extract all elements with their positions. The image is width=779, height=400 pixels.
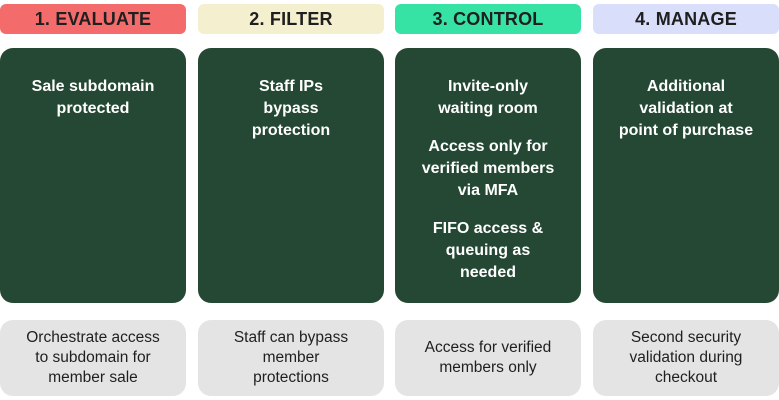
card-text-line: needed	[459, 264, 516, 281]
card-text-line: bypass	[263, 100, 319, 117]
card-paragraph: Sale subdomain protected	[8, 76, 178, 120]
card-paragraph: Additional validation at point of purcha…	[601, 76, 771, 142]
note-text-line: member sale	[48, 369, 138, 386]
card-text-line: waiting room	[438, 100, 538, 117]
note-text-line: checkout	[654, 369, 718, 386]
note-text-line: protections	[253, 369, 329, 386]
step-card-filter: Staff IPs bypass protection	[198, 48, 384, 303]
card-paragraph: Invite-only waiting room	[403, 76, 573, 120]
card-text-line: via MFA	[457, 182, 519, 199]
step-column-manage: 4. MANAGE Additional validation at point…	[593, 0, 779, 400]
card-text-line: queuing as	[445, 242, 531, 259]
card-paragraph: FIFO access & queuing as needed	[403, 218, 573, 284]
card-paragraph: Access only for verified members via MFA	[403, 136, 573, 202]
step-column-evaluate: 1. EVALUATE Sale subdomain protected Orc…	[0, 0, 186, 400]
step-note-evaluate: Orchestrate access to subdomain for memb…	[0, 320, 186, 396]
card-text-line: validation at	[639, 100, 733, 117]
card-text-line: point of purchase	[618, 122, 754, 139]
step-note-control: Access for verified members only	[395, 320, 581, 396]
step-card-manage: Additional validation at point of purcha…	[593, 48, 779, 303]
note-text-line: member	[262, 349, 320, 366]
card-text-line: Additional	[646, 78, 726, 95]
step-card-control: Invite-only waiting room Access only for…	[395, 48, 581, 303]
step-note-filter: Staff can bypass member protections	[198, 320, 384, 396]
note-text-line: Second security	[630, 329, 742, 346]
card-text-line: protected	[56, 100, 130, 117]
step-header-control: 3. CONTROL	[395, 4, 581, 34]
note-text-line: to subdomain for	[35, 349, 151, 366]
step-header-evaluate: 1. EVALUATE	[0, 4, 186, 34]
card-text-line: protection	[251, 122, 331, 139]
step-header-manage: 4. MANAGE	[593, 4, 779, 34]
note-text-line: Access for verified	[424, 339, 552, 356]
card-text-line: verified members	[421, 160, 555, 177]
step-note-manage: Second security validation during checko…	[593, 320, 779, 396]
card-text-line: Sale subdomain	[31, 78, 155, 95]
note-text-line: members only	[439, 359, 537, 376]
note-text-line: validation during	[629, 349, 743, 366]
step-header-filter: 2. FILTER	[198, 4, 384, 34]
card-text-line: Staff IPs	[258, 78, 323, 95]
card-text-line: Invite-only	[447, 78, 528, 95]
card-paragraph: Staff IPs bypass protection	[206, 76, 376, 142]
note-text-line: Orchestrate access	[26, 329, 160, 346]
step-card-evaluate: Sale subdomain protected	[0, 48, 186, 303]
card-text-line: Access only for	[428, 138, 548, 155]
step-column-control: 3. CONTROL Invite-only waiting room Acce…	[395, 0, 581, 400]
step-column-filter: 2. FILTER Staff IPs bypass protection St…	[198, 0, 384, 400]
note-text-line: Staff can bypass	[233, 329, 349, 346]
card-text-line: FIFO access &	[432, 220, 544, 237]
